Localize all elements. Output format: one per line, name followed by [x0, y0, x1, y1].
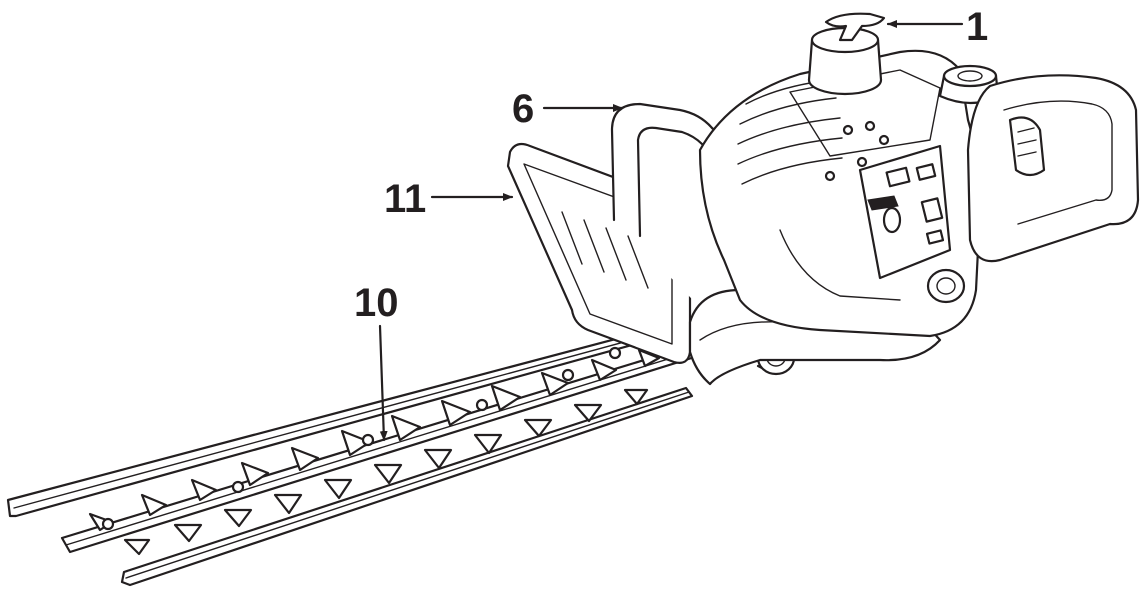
callout-1-label: 1 [966, 5, 988, 49]
callout-11-label: 11 [384, 177, 426, 221]
upper-blade-guard-rail [6, 320, 688, 518]
fuel-tank-cap [807, 12, 886, 96]
rear-handle [966, 74, 1140, 263]
cutting-teeth-bottom [123, 388, 649, 556]
blade-bolts [101, 346, 622, 531]
callout-6: 6 [512, 87, 624, 131]
callout-10-arrow [378, 324, 388, 442]
lower-blade-guard-rail [120, 386, 694, 587]
cutting-teeth-top [88, 348, 661, 532]
callout-1: 1 [886, 5, 988, 49]
callout-10: 10 [354, 281, 399, 442]
callout-6-label: 6 [512, 87, 534, 131]
callout-10-label: 10 [354, 281, 399, 325]
callout-11: 11 [384, 177, 514, 221]
engine-body [698, 49, 982, 338]
blade-assembly [6, 317, 700, 587]
